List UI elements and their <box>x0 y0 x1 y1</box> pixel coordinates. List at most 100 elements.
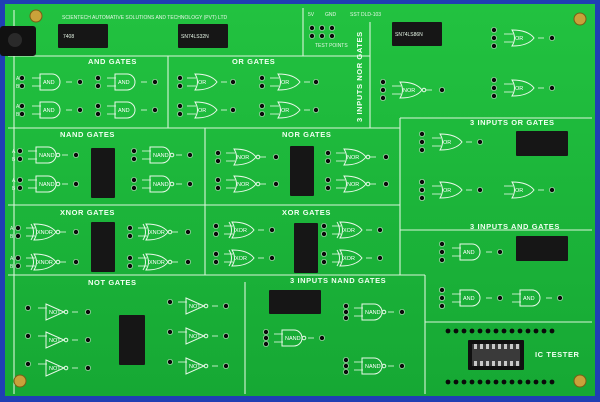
patch-hole[interactable] <box>14 232 21 239</box>
ic-tester-pin-hole[interactable] <box>509 379 515 385</box>
patch-hole[interactable] <box>222 332 229 339</box>
patch-hole[interactable] <box>342 308 349 315</box>
patch-hole[interactable] <box>166 328 173 335</box>
patch-hole[interactable] <box>379 87 386 94</box>
ic-tester-pin-hole[interactable] <box>509 328 515 334</box>
patch-hole[interactable] <box>85 308 92 315</box>
ic-tester-pin-hole[interactable] <box>541 379 547 385</box>
patch-hole[interactable] <box>549 35 556 42</box>
patch-hole[interactable] <box>18 83 25 90</box>
test-point-hole[interactable] <box>308 33 315 40</box>
patch-hole[interactable] <box>212 230 219 237</box>
ic-tester-pin-hole[interactable] <box>501 328 507 334</box>
patch-hole[interactable] <box>342 368 349 375</box>
ic-tester-pin-hole[interactable] <box>461 379 467 385</box>
ic-tester-pin-hole[interactable] <box>549 379 555 385</box>
patch-hole[interactable] <box>418 138 425 145</box>
patch-hole[interactable] <box>320 258 327 265</box>
patch-hole[interactable] <box>130 184 137 191</box>
patch-hole[interactable] <box>16 147 23 154</box>
patch-hole[interactable] <box>490 85 497 92</box>
patch-hole[interactable] <box>379 79 386 86</box>
patch-hole[interactable] <box>73 180 80 187</box>
patch-hole[interactable] <box>418 178 425 185</box>
patch-hole[interactable] <box>151 107 158 114</box>
patch-hole[interactable] <box>342 314 349 321</box>
patch-hole[interactable] <box>85 364 92 371</box>
patch-hole[interactable] <box>496 248 503 255</box>
patch-hole[interactable] <box>95 111 102 118</box>
patch-hole[interactable] <box>268 254 275 261</box>
ic-tester-pin-hole[interactable] <box>533 328 539 334</box>
patch-hole[interactable] <box>549 186 556 193</box>
patch-hole[interactable] <box>186 180 193 187</box>
patch-hole[interactable] <box>382 180 389 187</box>
patch-hole[interactable] <box>176 83 183 90</box>
patch-hole[interactable] <box>14 224 21 231</box>
patch-hole[interactable] <box>324 176 331 183</box>
ic-tester-pin-hole[interactable] <box>485 379 491 385</box>
patch-hole[interactable] <box>318 334 325 341</box>
patch-hole[interactable] <box>24 332 31 339</box>
patch-hole[interactable] <box>438 286 445 293</box>
patch-hole[interactable] <box>214 176 221 183</box>
patch-hole[interactable] <box>490 77 497 84</box>
patch-hole[interactable] <box>73 151 80 158</box>
patch-hole[interactable] <box>438 302 445 309</box>
patch-hole[interactable] <box>438 294 445 301</box>
patch-hole[interactable] <box>324 184 331 191</box>
patch-hole[interactable] <box>85 336 92 343</box>
ic-tester-pin-hole[interactable] <box>469 328 475 334</box>
patch-hole[interactable] <box>184 258 191 265</box>
patch-hole[interactable] <box>438 87 445 94</box>
ic-tester-pin-hole[interactable] <box>517 379 523 385</box>
patch-hole[interactable] <box>382 153 389 160</box>
patch-hole[interactable] <box>418 194 425 201</box>
patch-hole[interactable] <box>258 103 265 110</box>
patch-hole[interactable] <box>16 176 23 183</box>
patch-hole[interactable] <box>376 226 383 233</box>
patch-hole[interactable] <box>418 130 425 137</box>
ic-tester-pin-hole[interactable] <box>549 328 555 334</box>
ic-tester-pin-hole[interactable] <box>493 379 499 385</box>
ic-tester-pin-hole[interactable] <box>469 379 475 385</box>
patch-hole[interactable] <box>258 111 265 118</box>
patch-hole[interactable] <box>214 184 221 191</box>
patch-hole[interactable] <box>212 222 219 229</box>
ic-tester-pin-hole[interactable] <box>477 379 483 385</box>
patch-hole[interactable] <box>212 258 219 265</box>
ic-tester-pin-hole[interactable] <box>501 379 507 385</box>
ic-tester-pin-hole[interactable] <box>525 379 531 385</box>
ic-tester-pin-hole[interactable] <box>525 328 531 334</box>
patch-hole[interactable] <box>418 186 425 193</box>
patch-hole[interactable] <box>127 262 134 269</box>
patch-hole[interactable] <box>438 248 445 255</box>
patch-hole[interactable] <box>272 180 279 187</box>
patch-hole[interactable] <box>379 95 386 102</box>
patch-hole[interactable] <box>73 258 80 265</box>
test-point-hole[interactable] <box>318 24 325 31</box>
patch-hole[interactable] <box>496 294 503 301</box>
patch-hole[interactable] <box>176 111 183 118</box>
patch-hole[interactable] <box>130 147 137 154</box>
patch-hole[interactable] <box>18 75 25 82</box>
ic-tester-pin-hole[interactable] <box>517 328 523 334</box>
patch-hole[interactable] <box>127 232 134 239</box>
patch-hole[interactable] <box>95 83 102 90</box>
patch-hole[interactable] <box>490 93 497 100</box>
patch-hole[interactable] <box>214 149 221 156</box>
patch-hole[interactable] <box>320 230 327 237</box>
patch-hole[interactable] <box>262 334 269 341</box>
patch-hole[interactable] <box>557 294 564 301</box>
ic-tester-pin-hole[interactable] <box>541 328 547 334</box>
patch-hole[interactable] <box>77 107 84 114</box>
patch-hole[interactable] <box>127 224 134 231</box>
patch-hole[interactable] <box>258 75 265 82</box>
patch-hole[interactable] <box>24 360 31 367</box>
ic-tester-pin-hole[interactable] <box>533 379 539 385</box>
patch-hole[interactable] <box>398 362 405 369</box>
patch-hole[interactable] <box>490 35 497 42</box>
patch-hole[interactable] <box>229 79 236 86</box>
patch-hole[interactable] <box>176 103 183 110</box>
patch-hole[interactable] <box>549 85 556 92</box>
